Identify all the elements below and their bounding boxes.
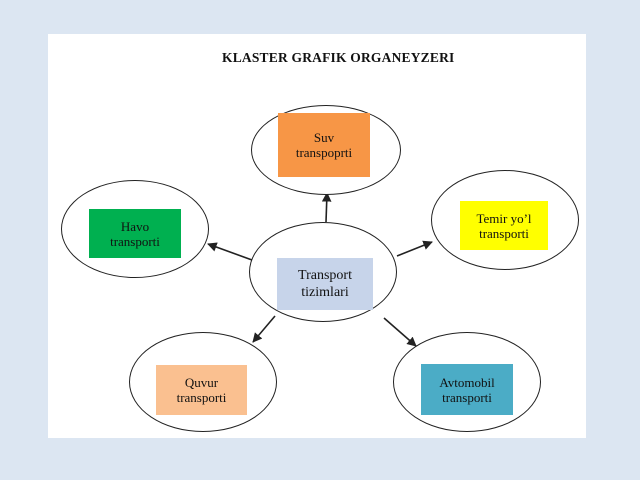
label-havo: Havo transporti xyxy=(110,218,160,249)
arrow-to-suv xyxy=(321,192,332,223)
box-center: Transport tizimlari xyxy=(277,258,373,310)
arrow-to-avtomobil xyxy=(383,317,417,347)
box-suv: Suv transpoprti xyxy=(278,113,370,177)
label-temir: Temir yo’l transporti xyxy=(476,210,532,241)
box-havo: Havo transporti xyxy=(89,209,181,258)
label-quvur: Quvur transporti xyxy=(176,375,227,405)
box-avtomobil: Avtomobil transporti xyxy=(421,364,513,415)
box-temir: Temir yo’l transporti xyxy=(460,201,548,250)
arrow-to-temir xyxy=(396,240,433,257)
box-quvur: Quvur transporti xyxy=(156,365,247,415)
arrow-to-havo xyxy=(207,242,253,261)
label-avtomobil: Avtomobil transporti xyxy=(439,374,495,405)
diagram-title: KLASTER GRAFIK ORGANEYZERI xyxy=(222,50,455,65)
arrow-to-quvur xyxy=(252,315,276,343)
label-suv: Suv transpoprti xyxy=(295,130,353,160)
label-center: Transport tizimlari xyxy=(298,268,352,300)
